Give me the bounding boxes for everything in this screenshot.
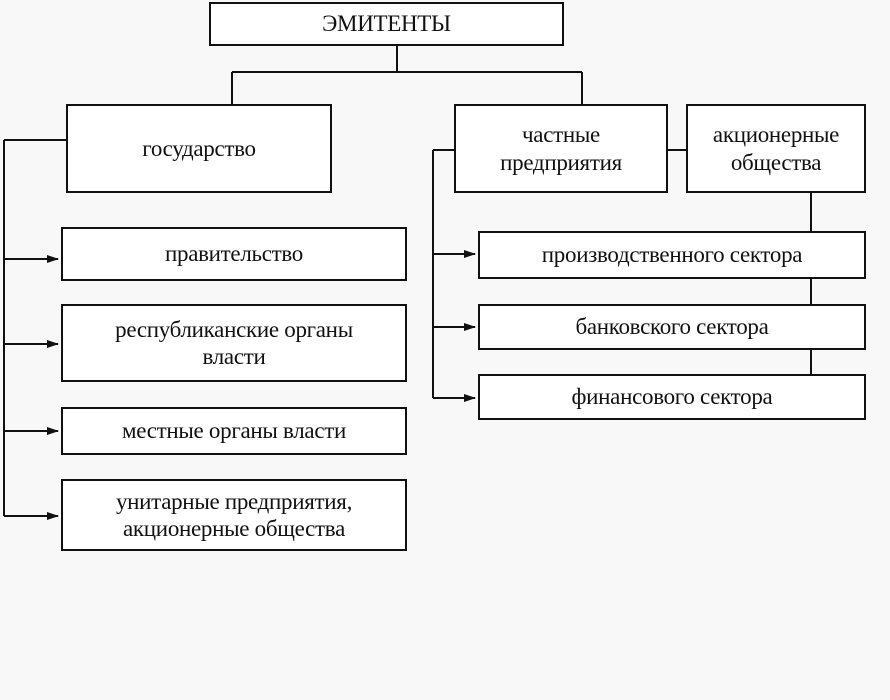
private-enterprises-label: частные предприятия (500, 122, 622, 175)
state-label: государство (142, 135, 256, 161)
state-child-box: местные органы власти (61, 407, 407, 455)
state-child-box: республиканские органы власти (61, 304, 407, 382)
state-box: государство (66, 104, 332, 193)
state-child-label: местные органы власти (122, 418, 346, 444)
state-child-label: правительство (165, 241, 303, 267)
private-child-label: финансового сектора (571, 384, 773, 410)
root-box: ЭМИТЕНТЫ (209, 2, 564, 46)
state-child-box: правительство (61, 227, 407, 281)
private-child-label: производственного сектора (541, 242, 803, 268)
root-label: ЭМИТЕНТЫ (322, 11, 451, 37)
state-child-label: республиканские органы власти (115, 316, 353, 369)
joint-stock-box: акционерные общества (686, 104, 866, 193)
joint-stock-label: акционерные общества (712, 122, 840, 175)
state-child-box: унитарные предприятия, акционерные общес… (61, 479, 407, 551)
private-child-label: банковского сектора (575, 314, 769, 340)
private-child-box: банковского сектора (478, 304, 866, 350)
private-child-box: финансового сектора (478, 374, 866, 420)
private-child-box: производственного сектора (478, 231, 866, 279)
private-enterprises-box: частные предприятия (454, 104, 668, 193)
state-child-label: унитарные предприятия, акционерные общес… (115, 488, 353, 541)
